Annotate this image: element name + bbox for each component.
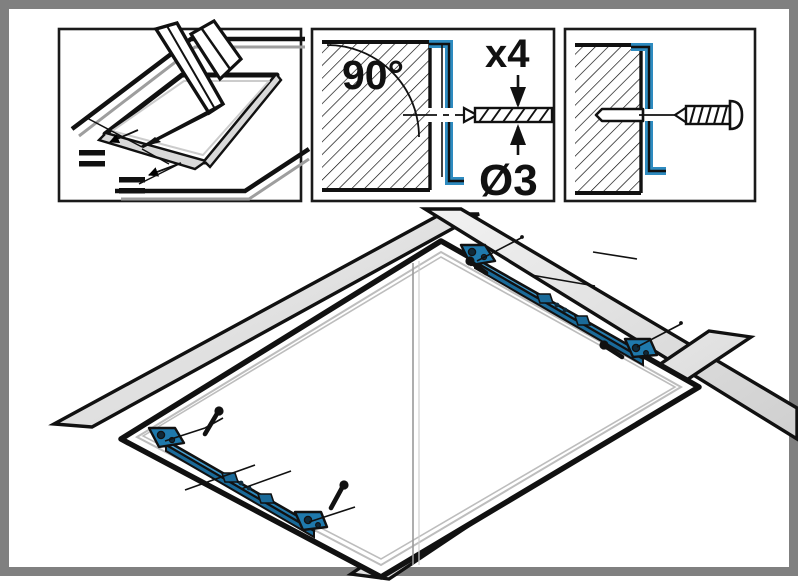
dimension-arrow-icon [85,117,181,184]
screw-rear-right [599,340,625,360]
equal-symbol-lower [119,177,145,194]
leader-lines-front [164,417,356,523]
worktop-cutout-icon [99,75,281,169]
screw-rear-left [465,256,489,276]
equal-symbol-upper [79,150,105,167]
arrow-up-icon [510,124,526,155]
quantity-label: x4 [485,32,530,76]
screw-icon [673,99,744,131]
arrow-down-icon [510,75,526,108]
leader-lines-rear [476,235,683,348]
angle-label: 90° [342,52,404,98]
pencil-icon [142,21,241,147]
panel-2-drill-holes: 90° [310,27,556,205]
angle-arc-icon [326,44,420,138]
hatched-material-icon [322,40,432,192]
screw-front-right [328,480,349,511]
screw-front-left [202,406,224,437]
bracket-slot-icon [594,107,645,123]
mounting-rail-rear [459,243,659,367]
worktop-cutout-frame [118,238,702,580]
blue-bracket-icon-2 [631,43,666,175]
blue-bracket-icon [429,40,464,185]
drill-bit-icon [462,106,554,124]
mounting-rail-front [147,426,329,539]
panel-3-fix-screw [563,27,757,203]
panel-1-mark-cutout: = = [57,21,309,203]
diagram-canvas: = = 90° [48,9,798,581]
panel-1-artwork [72,21,309,199]
diameter-label: Ø3 [479,156,538,205]
main-worktop-assembly-view [48,207,798,581]
worktop-edge-icon [72,39,309,199]
